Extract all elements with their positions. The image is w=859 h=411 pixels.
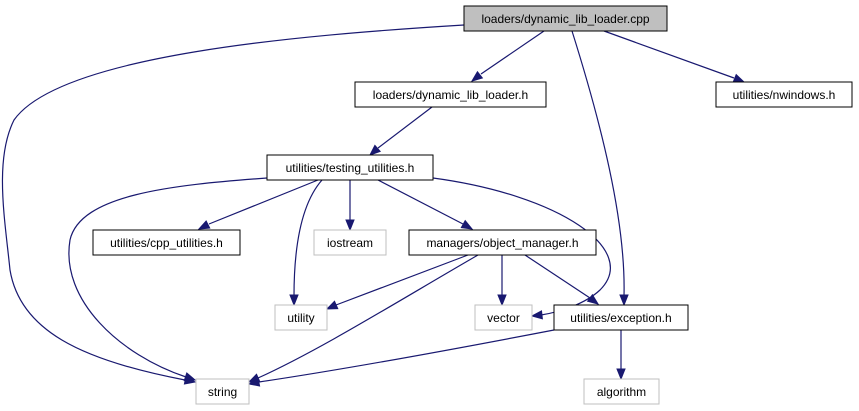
edge-arrowhead — [368, 144, 382, 156]
edge-loader-cpp-to-string — [1, 24, 465, 385]
edge-line — [335, 254, 469, 306]
edge-line — [293, 179, 323, 297]
node-iostream-box — [313, 229, 387, 256]
edge-testing-h-to-iostream — [345, 180, 355, 232]
edge-line — [480, 30, 545, 75]
node-exception-h-box — [553, 304, 689, 331]
node-loader-cpp-label: loaders/dynamic_lib_loader.cpp — [481, 12, 649, 26]
edge-line — [208, 179, 319, 225]
node-utility-box — [274, 304, 328, 331]
node-nwindows-h-box — [715, 81, 853, 108]
node-testing-utilities-h-box — [266, 154, 434, 181]
edge-exception-h-to-string — [247, 329, 555, 387]
edge-object-manager-h-to-vector — [497, 255, 507, 307]
node-utility-label: utility — [287, 311, 314, 325]
edge-line — [1, 24, 465, 381]
edge-object-manager-h-to-exception-h — [524, 254, 600, 305]
node-nwindows-h-label: utilities/nwindows.h — [733, 88, 836, 102]
edge-line — [377, 179, 464, 225]
edge-arrowhead — [345, 219, 355, 232]
node-object-manager-h[interactable]: managers/object_manager.h — [408, 229, 597, 256]
node-vector-box — [474, 304, 533, 331]
edge-line — [257, 254, 479, 379]
node-vector-label: vector — [487, 311, 520, 325]
node-testing-utilities-h[interactable]: utilities/testing_utilities.h — [266, 154, 434, 181]
node-loader-h-label: loaders/dynamic_lib_loader.h — [373, 88, 528, 102]
edge-testing-h-to-utility — [289, 179, 323, 307]
edge-arrowhead — [289, 294, 299, 307]
nodes-layer: loaders/dynamic_lib_loader.cpp loaders/d… — [92, 5, 853, 405]
node-iostream[interactable]: iostream — [313, 229, 387, 256]
node-algorithm-box — [583, 378, 660, 405]
edge-object-manager-h-to-utility — [325, 254, 469, 310]
edge-testing-h-to-object-manager-h — [377, 179, 474, 230]
node-exception-h[interactable]: utilities/exception.h — [553, 304, 689, 331]
node-vector[interactable]: vector — [474, 304, 533, 331]
edge-arrowhead — [197, 220, 211, 230]
edge-arrowhead — [619, 294, 629, 307]
node-loader-cpp[interactable]: loaders/dynamic_lib_loader.cpp — [463, 5, 668, 32]
edge-loader-cpp-to-nwindows-h — [603, 30, 746, 83]
edge-testing-h-to-cpp-utils-h — [197, 179, 319, 230]
edge-arrowhead — [183, 372, 197, 382]
node-loader-h-box — [354, 81, 547, 108]
node-algorithm[interactable]: algorithm — [583, 378, 660, 405]
node-object-manager-h-box — [408, 229, 597, 256]
node-testing-utilities-h-label: utilities/testing_utilities.h — [286, 161, 415, 175]
node-string[interactable]: string — [195, 378, 250, 405]
node-string-box — [195, 378, 250, 405]
edge-line — [377, 106, 433, 149]
node-exception-h-label: utilities/exception.h — [570, 311, 671, 325]
edge-testing-h-to-string — [68, 177, 268, 382]
edge-arrowhead — [470, 70, 484, 82]
edge-exception-h-to-algorithm — [616, 330, 626, 381]
node-iostream-label: iostream — [327, 236, 373, 250]
edge-line — [524, 254, 591, 299]
edge-line — [258, 329, 555, 383]
node-cpp-utilities-h[interactable]: utilities/cpp_utilities.h — [92, 229, 241, 256]
edge-arrowhead — [616, 368, 626, 381]
node-object-manager-h-label: managers/object_manager.h — [426, 236, 578, 250]
edge-line — [603, 30, 735, 79]
node-cpp-utilities-h-box — [92, 229, 241, 256]
edge-loader-cpp-to-loader-h — [470, 30, 545, 82]
node-nwindows-h[interactable]: utilities/nwindows.h — [715, 81, 853, 108]
edge-arrowhead — [247, 377, 261, 387]
edge-arrowhead — [732, 73, 746, 83]
edge-line — [571, 30, 625, 297]
edge-loader-h-to-testing-h — [368, 106, 433, 156]
node-algorithm-label: algorithm — [597, 385, 646, 399]
node-cpp-utilities-h-label: utilities/cpp_utilities.h — [110, 236, 223, 250]
node-loader-cpp-box — [463, 5, 668, 32]
edge-arrowhead — [460, 219, 474, 230]
edge-loader-cpp-to-exception-h — [571, 30, 629, 307]
node-loader-h[interactable]: loaders/dynamic_lib_loader.h — [354, 81, 547, 108]
edge-arrowhead — [586, 293, 600, 305]
edge-line — [68, 177, 268, 378]
edge-arrowhead — [497, 294, 507, 307]
edges-layer — [1, 24, 746, 387]
edge-arrowhead — [325, 300, 339, 310]
node-utility[interactable]: utility — [274, 304, 328, 331]
edge-arrowhead — [530, 310, 543, 320]
node-string-label: string — [208, 385, 237, 399]
